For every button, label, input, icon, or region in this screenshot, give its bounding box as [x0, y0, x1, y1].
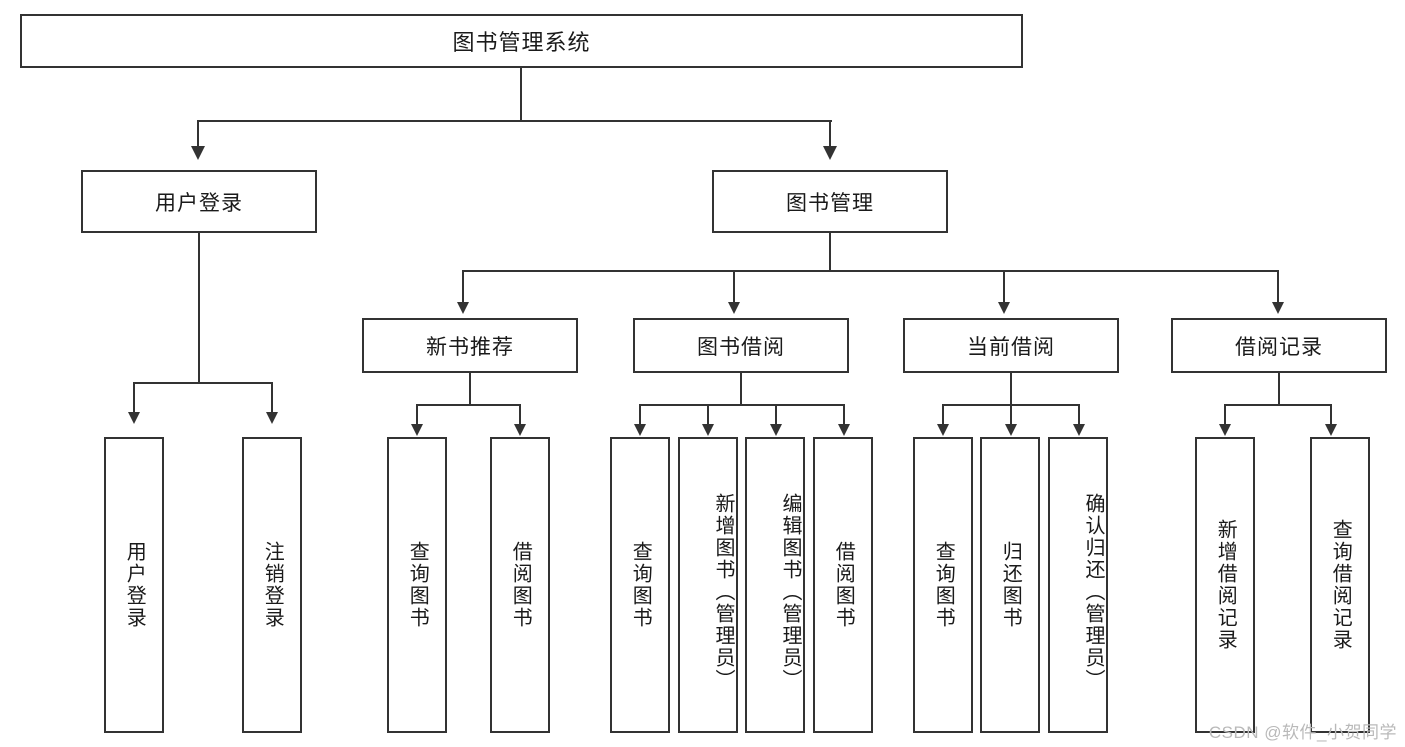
connector-recommend-trunk	[469, 373, 471, 405]
leaf-borrow-book-1[interactable]: 借阅图书	[490, 437, 550, 733]
arrowhead-current-2	[1005, 424, 1017, 436]
node-borrow-record[interactable]: 借阅记录	[1171, 318, 1387, 373]
connector-root-trunk	[520, 68, 522, 121]
connector-level3-drop-4	[1277, 270, 1279, 304]
connector-current-drop-2	[1010, 404, 1012, 426]
connector-record-trunk	[1278, 373, 1280, 405]
leaf-edit-book[interactable]: 编辑图书（管理员）	[745, 437, 805, 733]
node-book-manage[interactable]: 图书管理	[712, 170, 948, 233]
connector-current-trunk	[1010, 373, 1012, 405]
connector-user-login-drop-1	[133, 382, 135, 414]
node-root[interactable]: 图书管理系统	[20, 14, 1023, 68]
arrowhead-recommend-1	[411, 424, 423, 436]
arrowhead-current-3	[1073, 424, 1085, 436]
arrowhead-level2-2	[823, 146, 837, 160]
arrowhead-record-1	[1219, 424, 1231, 436]
arrowhead-current-1	[937, 424, 949, 436]
connector-borrow-trunk	[740, 373, 742, 405]
node-current-borrow-label: 当前借阅	[967, 335, 1055, 359]
leaf-query-record[interactable]: 查询借阅记录	[1310, 437, 1370, 733]
connector-level2-bus	[198, 120, 832, 122]
arrowhead-recommend-2	[514, 424, 526, 436]
leaf-user-login[interactable]: 用户登录	[104, 437, 164, 733]
watermark: CSDN @软件_小贺同学	[1208, 723, 1397, 742]
connector-book-manage-trunk	[829, 233, 831, 271]
connector-user-login-bus	[134, 382, 272, 384]
connector-user-login-drop-2	[271, 382, 273, 414]
leaf-query-book-3-label: 查询图书	[932, 541, 955, 629]
connector-user-login-trunk	[198, 233, 200, 383]
leaf-confirm-return[interactable]: 确认归还（管理员）	[1048, 437, 1108, 733]
connector-record-drop-2	[1330, 404, 1332, 426]
arrowhead-user-login-1	[128, 412, 140, 424]
arrowhead-level3-2	[728, 302, 740, 314]
connector-record-bus	[1225, 404, 1331, 406]
leaf-edit-book-label: 编辑图书（管理员）	[779, 493, 801, 691]
connector-recommend-drop-1	[416, 404, 418, 426]
connector-borrow-drop-3	[775, 404, 777, 426]
connector-level3-drop-2	[733, 270, 735, 304]
arrowhead-level2-1	[191, 146, 205, 160]
arrowhead-record-2	[1325, 424, 1337, 436]
connector-level3-drop-3	[1003, 270, 1005, 304]
node-user-login[interactable]: 用户登录	[81, 170, 317, 233]
connector-borrow-drop-2	[707, 404, 709, 426]
leaf-user-login-label: 用户登录	[123, 541, 146, 629]
leaf-add-book[interactable]: 新增图书（管理员）	[678, 437, 738, 733]
node-book-borrow-label: 图书借阅	[697, 335, 785, 359]
leaf-user-logout-label: 注销登录	[261, 541, 284, 629]
arrowhead-borrow-1	[634, 424, 646, 436]
leaf-query-book-2[interactable]: 查询图书	[610, 437, 670, 733]
node-new-book-recommend[interactable]: 新书推荐	[362, 318, 578, 373]
connector-current-drop-3	[1078, 404, 1080, 426]
leaf-query-book-1[interactable]: 查询图书	[387, 437, 447, 733]
connector-level3-bus	[463, 270, 1279, 272]
leaf-add-record[interactable]: 新增借阅记录	[1195, 437, 1255, 733]
node-user-login-label: 用户登录	[155, 191, 243, 215]
connector-level2-drop-1	[197, 120, 199, 148]
connector-recommend-drop-2	[519, 404, 521, 426]
connector-level3-drop-1	[462, 270, 464, 304]
arrowhead-user-login-2	[266, 412, 278, 424]
leaf-return-book[interactable]: 归还图书	[980, 437, 1040, 733]
leaf-return-book-label: 归还图书	[999, 541, 1022, 629]
connector-borrow-drop-4	[843, 404, 845, 426]
node-book-manage-label: 图书管理	[786, 191, 874, 215]
node-new-book-recommend-label: 新书推荐	[426, 335, 514, 359]
connector-level2-drop-2	[829, 120, 831, 148]
connector-borrow-bus	[640, 404, 844, 406]
arrowhead-level3-4	[1272, 302, 1284, 314]
leaf-borrow-book-2-label: 借阅图书	[832, 541, 855, 629]
node-book-borrow[interactable]: 图书借阅	[633, 318, 849, 373]
connector-current-drop-1	[942, 404, 944, 426]
leaf-query-record-label: 查询借阅记录	[1329, 519, 1352, 651]
leaf-user-logout[interactable]: 注销登录	[242, 437, 302, 733]
arrowhead-level3-1	[457, 302, 469, 314]
node-root-label: 图书管理系统	[452, 30, 591, 55]
connector-borrow-drop-1	[639, 404, 641, 426]
arrowhead-borrow-3	[770, 424, 782, 436]
leaf-add-record-label: 新增借阅记录	[1214, 519, 1237, 651]
leaf-borrow-book-1-label: 借阅图书	[509, 541, 532, 629]
leaf-borrow-book-2[interactable]: 借阅图书	[813, 437, 873, 733]
leaf-add-book-label: 新增图书（管理员）	[712, 493, 734, 691]
leaf-query-book-2-label: 查询图书	[629, 541, 652, 629]
node-borrow-record-label: 借阅记录	[1235, 335, 1323, 359]
leaf-confirm-return-label: 确认归还（管理员）	[1082, 493, 1104, 691]
connector-record-drop-1	[1224, 404, 1226, 426]
leaf-query-book-1-label: 查询图书	[406, 541, 429, 629]
node-current-borrow[interactable]: 当前借阅	[903, 318, 1119, 373]
arrowhead-borrow-2	[702, 424, 714, 436]
connector-recommend-bus	[417, 404, 520, 406]
arrowhead-borrow-4	[838, 424, 850, 436]
leaf-query-book-3[interactable]: 查询图书	[913, 437, 973, 733]
arrowhead-level3-3	[998, 302, 1010, 314]
